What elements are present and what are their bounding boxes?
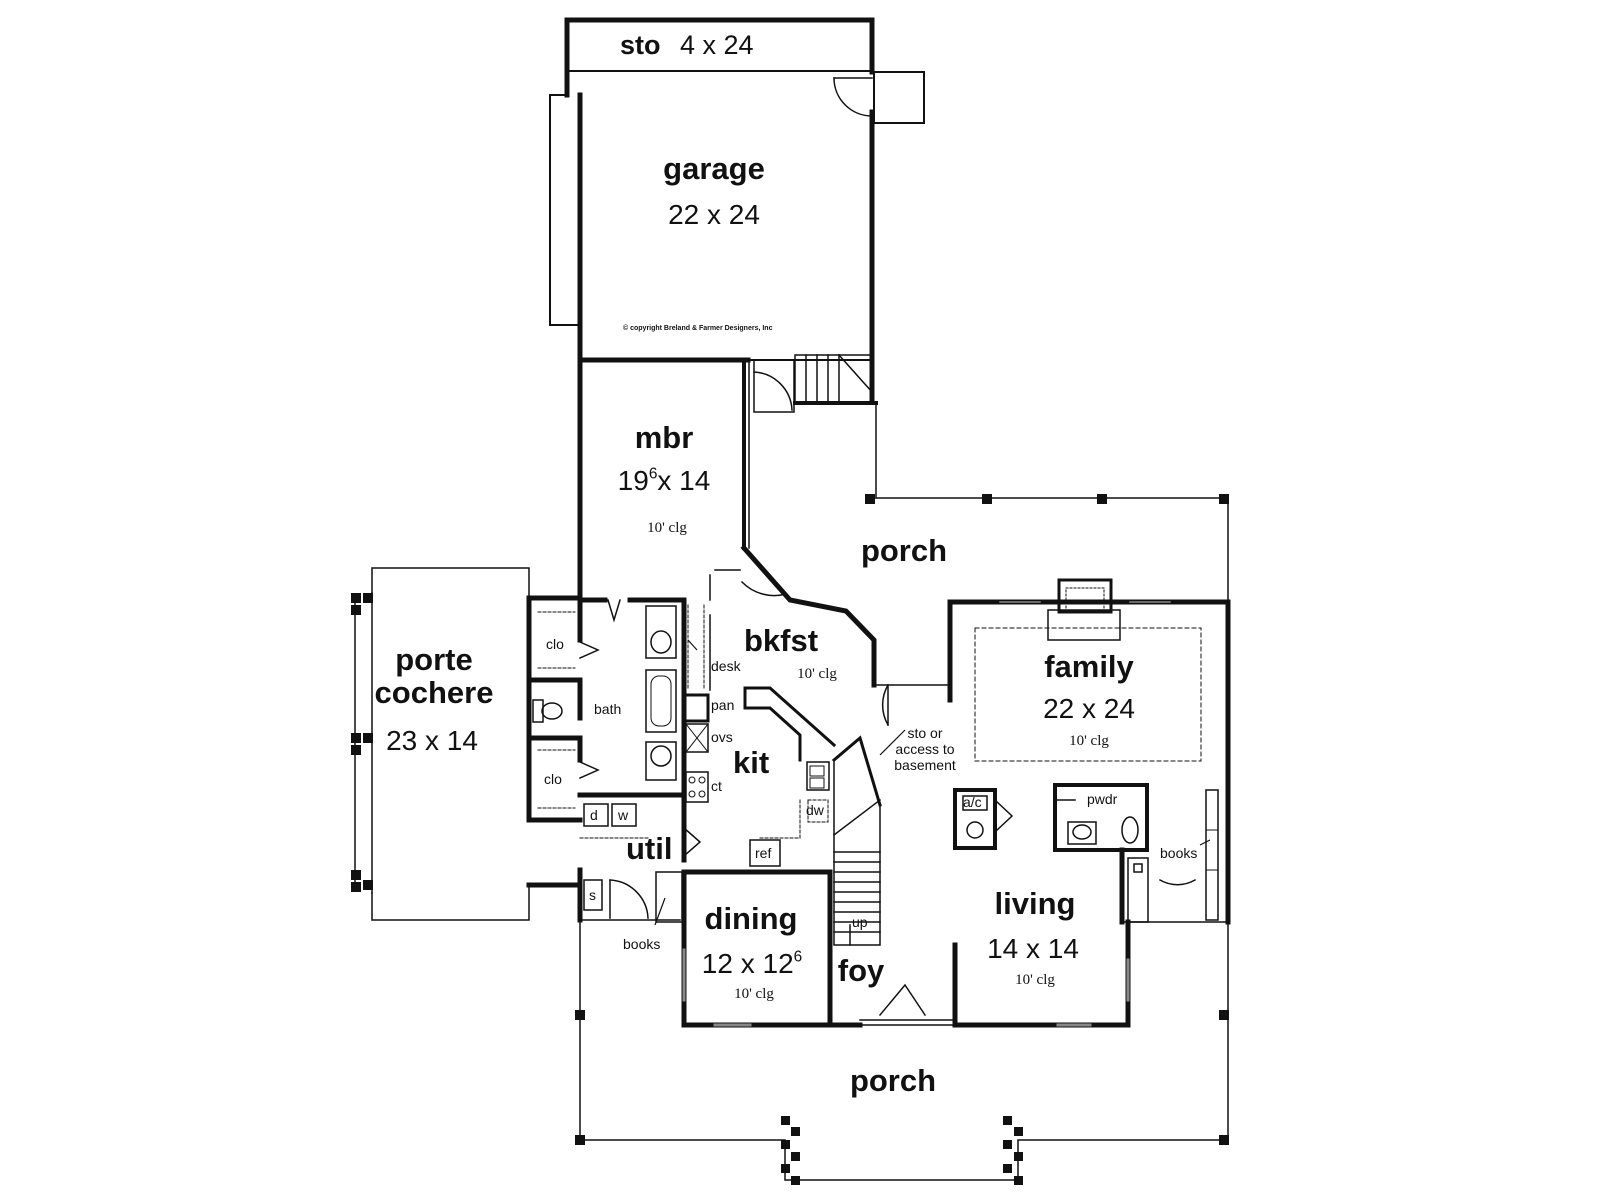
pantry-label: pan bbox=[711, 697, 735, 713]
living-walls bbox=[682, 919, 1229, 1028]
mbr-room-size: 196x 14 bbox=[617, 465, 711, 496]
bath-label: bath bbox=[594, 701, 622, 717]
annotation-arrows bbox=[654, 639, 1211, 926]
mbr-room-name: mbr bbox=[634, 420, 694, 455]
garage-walls bbox=[549, 17, 925, 405]
copyright-text: © copyright Breland & Farmer Designers, … bbox=[623, 325, 773, 332]
family-room-name: family bbox=[1044, 649, 1134, 684]
ovens-label: ovs bbox=[711, 729, 733, 745]
sto-note-line2: access to bbox=[895, 741, 955, 757]
garage-room-name: garage bbox=[663, 151, 765, 186]
books-living-label: books bbox=[1160, 845, 1198, 861]
closet-top-label: clo bbox=[546, 636, 564, 652]
books-util-label: books bbox=[623, 936, 661, 952]
porte-cochere-outline bbox=[354, 567, 530, 921]
porte-cochere-name-line1: porte bbox=[395, 642, 473, 677]
family-room-size: 22 x 24 bbox=[1043, 693, 1135, 724]
dining-ceiling: 10' clg bbox=[734, 986, 774, 1002]
living-ceiling: 10' clg bbox=[1015, 972, 1055, 988]
family-ceiling: 10' clg bbox=[1069, 733, 1109, 749]
front-porch-outline bbox=[579, 919, 1229, 1181]
cooktop-label: ct bbox=[711, 778, 722, 794]
pwdr-label: pwdr bbox=[1087, 791, 1118, 807]
bkfst-walls bbox=[709, 544, 951, 727]
foyer-room-name: foy bbox=[837, 953, 885, 988]
ac-closet bbox=[953, 788, 1014, 850]
util-walls bbox=[526, 803, 702, 923]
storage-room-name: sto bbox=[620, 30, 661, 60]
living-room-size: 14 x 14 bbox=[987, 933, 1079, 964]
garage-room-size: 22 x 24 bbox=[668, 199, 760, 230]
stairs-up-label: up bbox=[852, 914, 868, 930]
foyer-walls bbox=[831, 942, 1131, 1028]
rear-porch-outline bbox=[875, 402, 1229, 603]
storage-room-size: 4 x 24 bbox=[680, 30, 754, 60]
dining-room-name: dining bbox=[704, 901, 798, 936]
front-porch-name: porch bbox=[849, 1063, 937, 1098]
dishwasher-label: dw bbox=[806, 802, 824, 818]
ac-label: a/c bbox=[963, 794, 982, 810]
sto-note-line1: sto or bbox=[907, 725, 943, 741]
garage-stairs bbox=[793, 353, 878, 405]
sto-note-line3: basement bbox=[894, 757, 956, 773]
family-walls bbox=[947, 578, 1231, 925]
porte-cochere-name-line2: cochere bbox=[374, 675, 494, 710]
mbr-ceiling: 10' clg bbox=[647, 520, 687, 536]
main-stairs bbox=[831, 735, 882, 946]
dining-walls bbox=[681, 869, 837, 1028]
porte-cochere-size: 23 x 14 bbox=[386, 725, 478, 756]
desk-label: desk bbox=[711, 658, 741, 674]
shelf-label: s bbox=[589, 887, 596, 903]
bkfst-room-name: bkfst bbox=[743, 623, 819, 658]
util-room-name: util bbox=[626, 831, 673, 866]
rear-porch-name: porch bbox=[860, 533, 948, 568]
dining-room-size: 12 x 126 bbox=[701, 948, 803, 979]
dryer-label: d bbox=[590, 807, 598, 823]
pwdr-walls bbox=[1053, 783, 1219, 925]
washer-label: w bbox=[618, 807, 629, 823]
porch-posts bbox=[351, 494, 1229, 1185]
living-room-name: living bbox=[994, 886, 1076, 921]
kit-room-name: kit bbox=[733, 745, 770, 780]
refrigerator-label: ref bbox=[755, 845, 772, 861]
mbr-walls bbox=[577, 357, 795, 603]
bkfst-ceiling: 10' clg bbox=[797, 666, 837, 682]
closet-bottom-label: clo bbox=[544, 771, 562, 787]
